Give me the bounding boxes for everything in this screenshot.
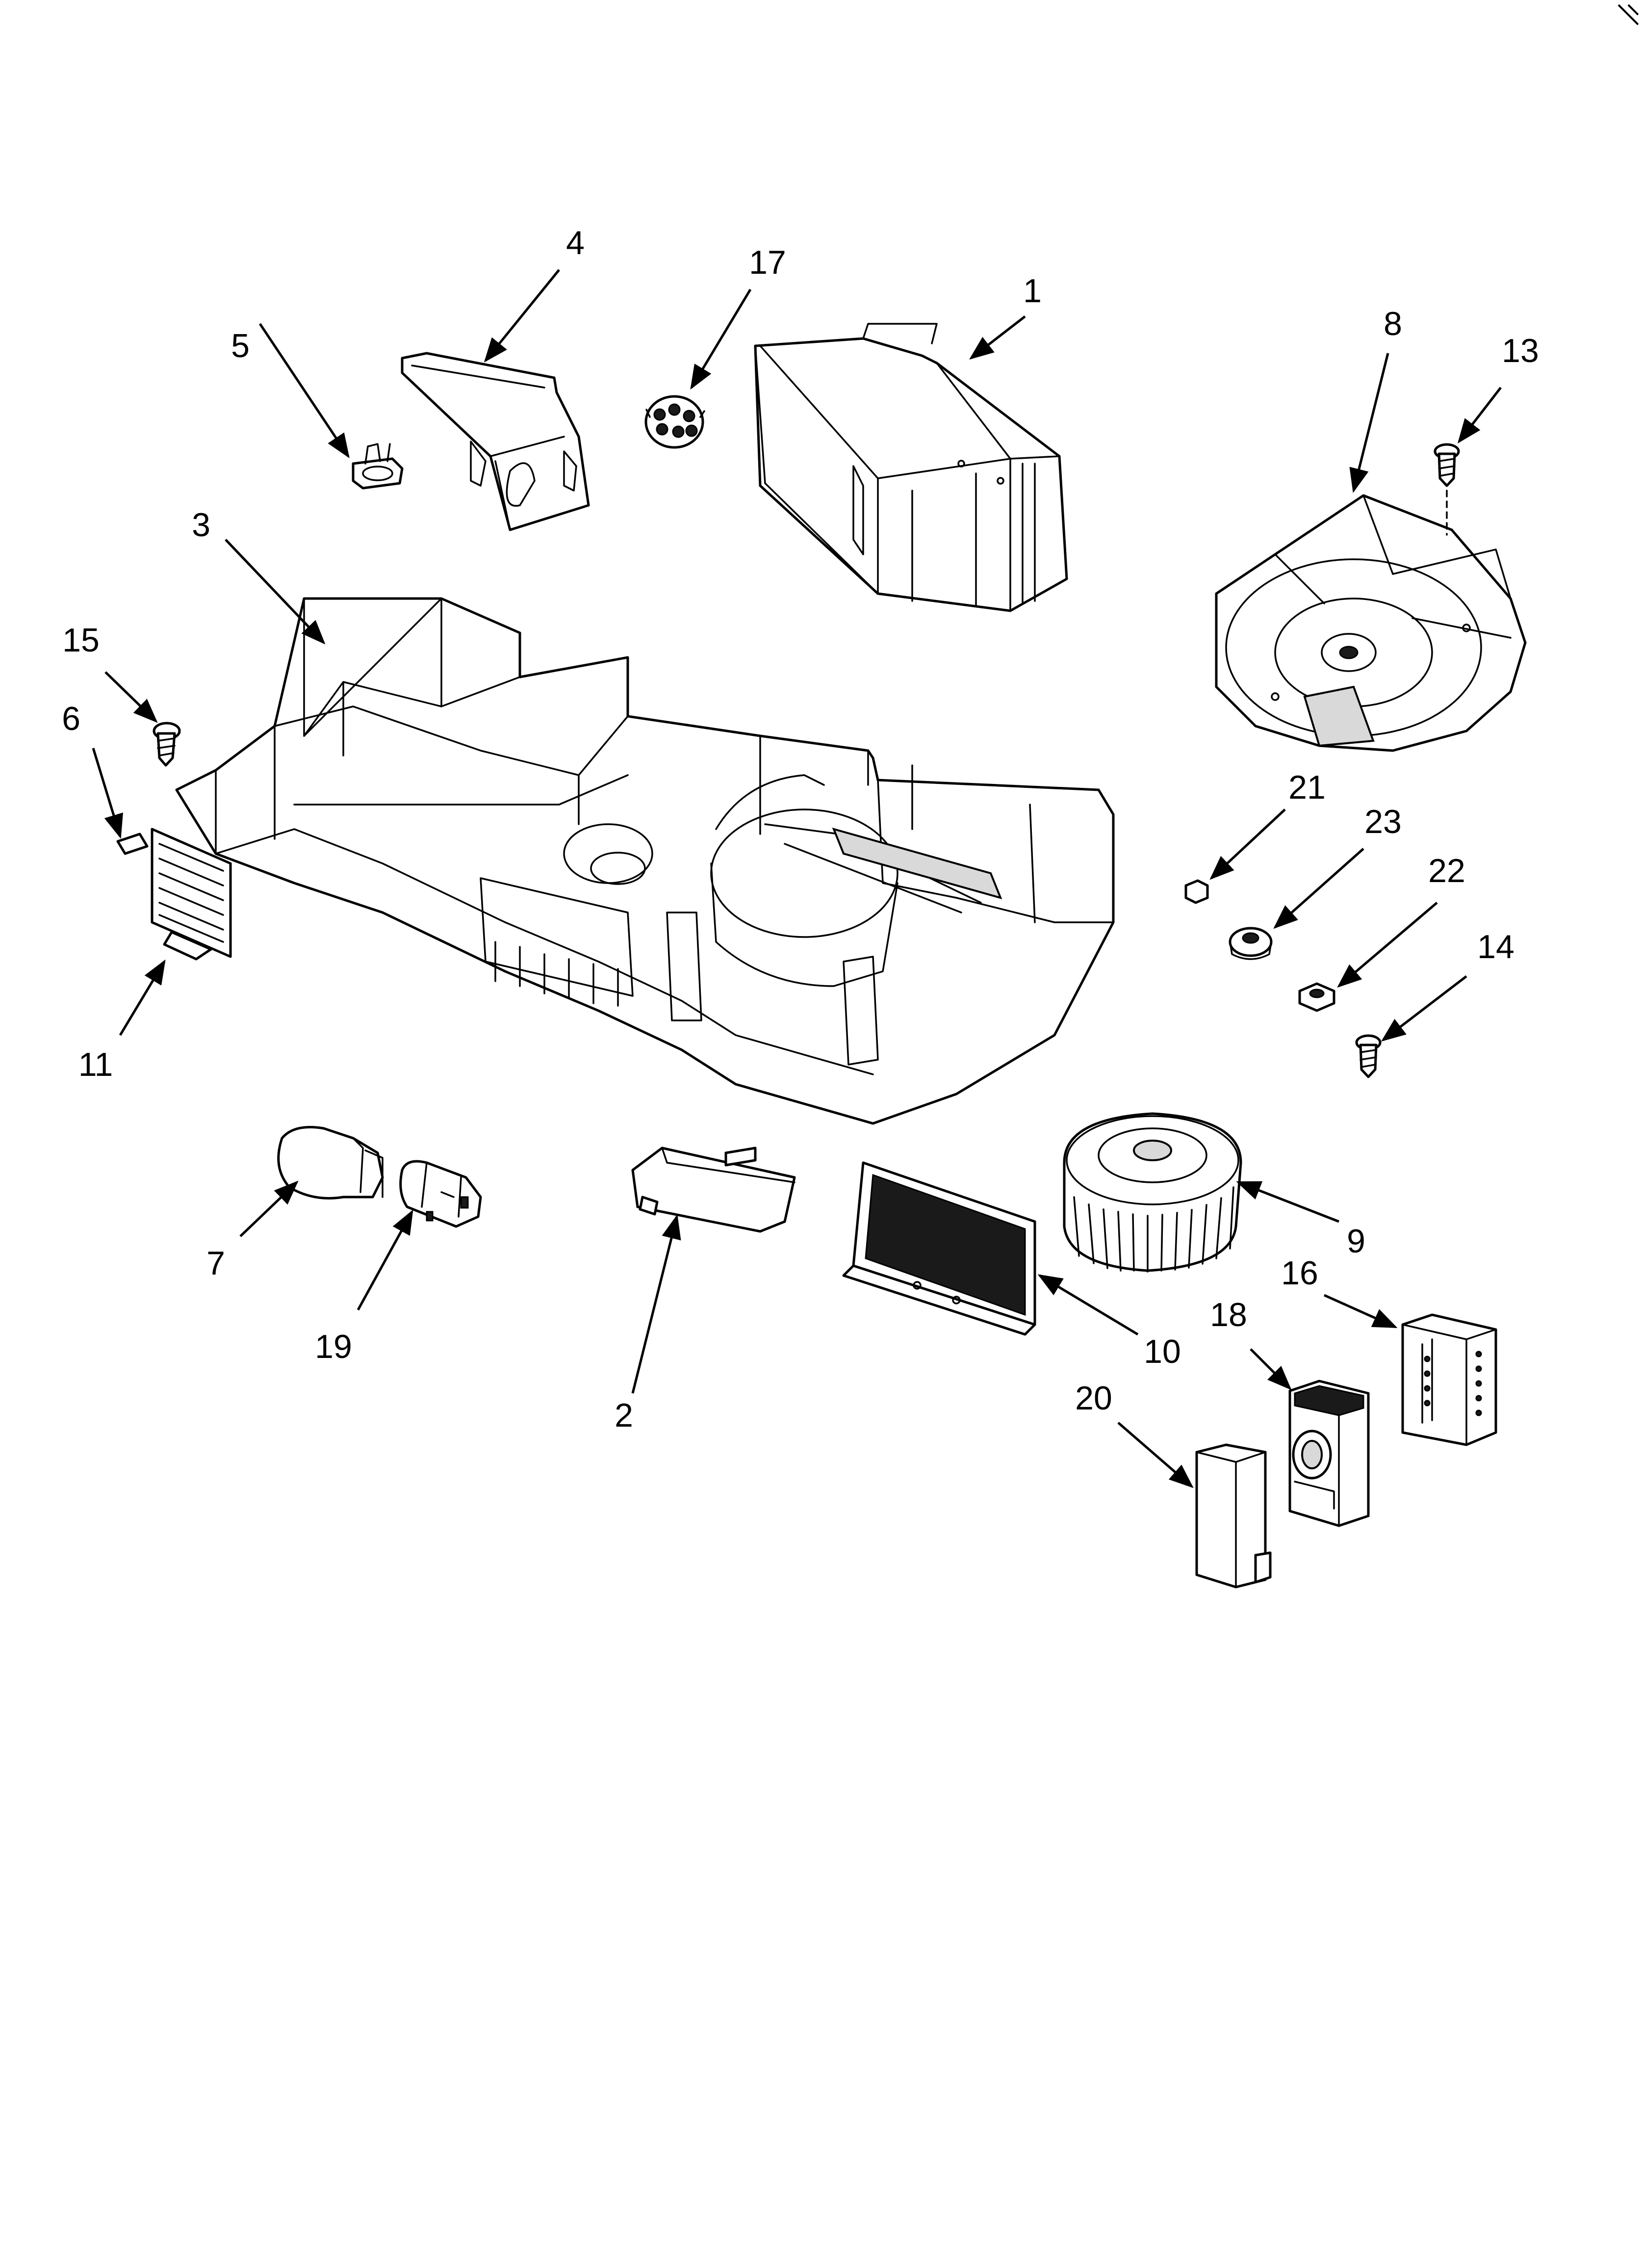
callout-8[interactable]: 8 bbox=[1384, 305, 1402, 342]
callout-19[interactable]: 19 bbox=[315, 1328, 352, 1365]
callout-18[interactable]: 18 bbox=[1210, 1296, 1247, 1333]
leader-18 bbox=[1250, 1348, 1292, 1390]
leader-21 bbox=[1209, 808, 1286, 880]
part-4-bracket[interactable] bbox=[401, 352, 590, 531]
leader-4 bbox=[484, 269, 560, 363]
leader-22 bbox=[1337, 902, 1438, 988]
part-9-blower-wheel[interactable] bbox=[1063, 1112, 1242, 1273]
part-16-box[interactable] bbox=[1401, 1313, 1497, 1446]
leader-8 bbox=[1349, 353, 1389, 493]
callout-21[interactable]: 21 bbox=[1288, 769, 1326, 806]
corner-mark bbox=[1617, 4, 1639, 26]
leader-16 bbox=[1323, 1294, 1398, 1329]
callout-9[interactable]: 9 bbox=[1347, 1223, 1365, 1260]
leader-3 bbox=[225, 539, 326, 645]
callout-20[interactable]: 20 bbox=[1075, 1380, 1112, 1417]
part-14-screw[interactable] bbox=[1355, 1034, 1382, 1078]
leader-13 bbox=[1457, 387, 1502, 443]
leader-17 bbox=[690, 288, 752, 390]
part-17-plug[interactable] bbox=[644, 395, 705, 449]
leader-23 bbox=[1273, 848, 1364, 929]
callout-5[interactable]: 5 bbox=[231, 327, 250, 365]
leader-9 bbox=[1236, 1181, 1339, 1223]
part-21-nut[interactable] bbox=[1184, 879, 1209, 904]
leader-19 bbox=[357, 1209, 413, 1311]
callout-22[interactable]: 22 bbox=[1428, 852, 1465, 889]
part-2-cover[interactable] bbox=[631, 1147, 796, 1233]
leader-11 bbox=[119, 959, 166, 1036]
part-8-blower-housing[interactable] bbox=[1215, 494, 1527, 752]
callout-13[interactable]: 13 bbox=[1502, 332, 1539, 369]
part-18-terminal-block[interactable] bbox=[1288, 1380, 1370, 1527]
leader-20 bbox=[1117, 1422, 1194, 1488]
part-5-clip[interactable] bbox=[352, 443, 404, 490]
part-10-filter[interactable] bbox=[842, 1161, 1036, 1336]
leader-10 bbox=[1037, 1274, 1139, 1336]
leader-2 bbox=[631, 1214, 681, 1394]
leader-14 bbox=[1381, 975, 1467, 1042]
part-6-clip[interactable] bbox=[116, 833, 149, 855]
callout-4[interactable]: 4 bbox=[566, 224, 585, 261]
leader-5 bbox=[258, 323, 350, 459]
part-23-bushing[interactable] bbox=[1229, 927, 1273, 960]
part-20-insulator[interactable] bbox=[1195, 1443, 1272, 1589]
part-13-screw[interactable] bbox=[1434, 443, 1460, 536]
part-1-duct[interactable] bbox=[754, 323, 1068, 612]
part-22-nut[interactable] bbox=[1298, 982, 1335, 1012]
leader-lines bbox=[92, 269, 1502, 1488]
callout-3[interactable]: 3 bbox=[192, 506, 210, 544]
part-19-socket[interactable] bbox=[399, 1160, 482, 1228]
callout-23[interactable]: 23 bbox=[1364, 803, 1402, 840]
callout-6[interactable]: 6 bbox=[62, 700, 80, 737]
part-15-screw[interactable] bbox=[153, 722, 181, 767]
leader-7 bbox=[239, 1180, 299, 1237]
callout-10[interactable]: 10 bbox=[1144, 1333, 1181, 1370]
callout-1[interactable]: 1 bbox=[1023, 272, 1042, 310]
callout-11[interactable]: 11 bbox=[78, 1046, 113, 1083]
callout-7[interactable]: 7 bbox=[206, 1245, 225, 1282]
part-3-base-pan[interactable] bbox=[175, 597, 1115, 1125]
part-7-bulb[interactable] bbox=[277, 1126, 384, 1199]
callout-2[interactable]: 2 bbox=[615, 1397, 633, 1434]
callout-16[interactable]: 16 bbox=[1281, 1254, 1318, 1292]
leader-15 bbox=[104, 671, 158, 723]
callout-labels: 1 2 3 4 5 6 7 8 9 10 11 13 14 15 16 17 1… bbox=[62, 224, 1539, 1434]
part-11-grille[interactable] bbox=[151, 828, 232, 961]
leader-6 bbox=[92, 748, 123, 839]
callout-17[interactable]: 17 bbox=[749, 244, 786, 281]
callout-14[interactable]: 14 bbox=[1477, 928, 1514, 965]
leader-1 bbox=[969, 315, 1026, 360]
callout-15[interactable]: 15 bbox=[62, 622, 100, 659]
